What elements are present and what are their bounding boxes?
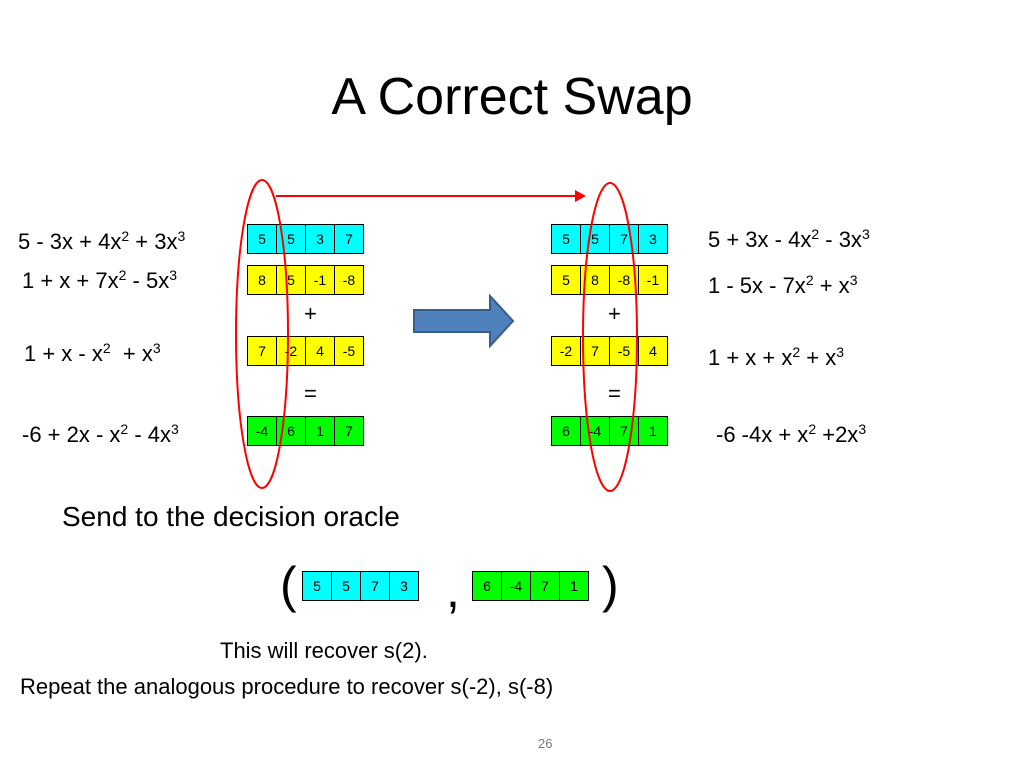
vector-cell: 7	[609, 224, 639, 254]
vector-cell: 8	[247, 265, 277, 295]
right-poly-2: 1 - 5x - 7x2 + x3	[708, 272, 858, 298]
left-equals: =	[304, 381, 317, 406]
vector-cell: 5	[302, 571, 332, 601]
left-poly-2: 1 + x + 7x2 - 5x3	[22, 267, 178, 293]
left-column-oval	[235, 179, 289, 489]
right-poly-3: 1 + x + x2 + x3	[708, 344, 845, 370]
vector-cell: -4	[501, 571, 531, 601]
vector-cell: 5	[331, 571, 361, 601]
vector-cell: 7	[247, 336, 277, 366]
recover-line-2: Repeat the analogous procedure to recove…	[20, 674, 554, 699]
vector-cell: 7	[530, 571, 560, 601]
right-vector-4: 6 -4 7 1	[551, 416, 668, 446]
vector-cell: 5	[580, 224, 610, 254]
vector-cell: 3	[305, 224, 335, 254]
vector-cell: 7	[609, 416, 639, 446]
left-vector-2: 8 5 -1 -8	[247, 265, 364, 295]
right-poly-4: -6 -4x + x2 +2x3	[716, 421, 867, 447]
vector-cell: -2	[276, 336, 306, 366]
left-poly-3: 1 + x - x2 + x3	[24, 340, 161, 366]
left-poly-1: 5 - 3x + 4x2 + 3x3	[18, 228, 186, 254]
open-paren: (	[280, 557, 297, 613]
vector-cell: -4	[247, 416, 277, 446]
vector-cell: -5	[334, 336, 364, 366]
right-block-arrow-icon	[413, 293, 515, 349]
vector-cell: 4	[305, 336, 335, 366]
vector-cell: 1	[559, 571, 589, 601]
vector-cell: 7	[334, 224, 364, 254]
left-vector-4: -4 6 1 7	[247, 416, 364, 446]
left-poly-4: -6 + 2x - x2 - 4x3	[22, 421, 179, 447]
vector-cell: 4	[638, 336, 668, 366]
vector-cell: 5	[551, 265, 581, 295]
right-vector-1: 5 5 7 3	[551, 224, 668, 254]
right-poly-1: 5 + 3x - 4x2 - 3x3	[708, 226, 870, 252]
send-oracle-text: Send to the decision oracle	[62, 501, 400, 532]
vector-cell: 3	[389, 571, 419, 601]
slide-title: A Correct Swap	[331, 68, 693, 126]
right-plus: +	[608, 301, 621, 326]
right-vector-3: -2 7 -5 4	[551, 336, 668, 366]
vector-cell: 7	[360, 571, 390, 601]
right-equals: =	[608, 381, 621, 406]
vector-cell: 5	[551, 224, 581, 254]
vector-cell: 5	[247, 224, 277, 254]
swap-arrow	[276, 190, 586, 202]
vector-cell: -4	[580, 416, 610, 446]
recover-line-1: This will recover s(2).	[220, 638, 428, 663]
page-number: 26	[538, 736, 553, 751]
vector-cell: 3	[638, 224, 668, 254]
oracle-vector-2: 6 -4 7 1	[472, 571, 589, 601]
left-plus: +	[304, 301, 317, 326]
vector-cell: 6	[551, 416, 581, 446]
vector-cell: 7	[334, 416, 364, 446]
vector-cell: 6	[472, 571, 502, 601]
left-vector-3: 7 -2 4 -5	[247, 336, 364, 366]
comma: ,	[446, 562, 460, 618]
vector-cell: 5	[276, 265, 306, 295]
vector-cell: -1	[638, 265, 668, 295]
oracle-vector-1: 5 5 7 3	[302, 571, 419, 601]
right-column-oval	[582, 182, 638, 492]
vector-cell: 1	[305, 416, 335, 446]
vector-cell: 1	[638, 416, 668, 446]
vector-cell: -8	[334, 265, 364, 295]
close-paren: )	[602, 557, 619, 613]
